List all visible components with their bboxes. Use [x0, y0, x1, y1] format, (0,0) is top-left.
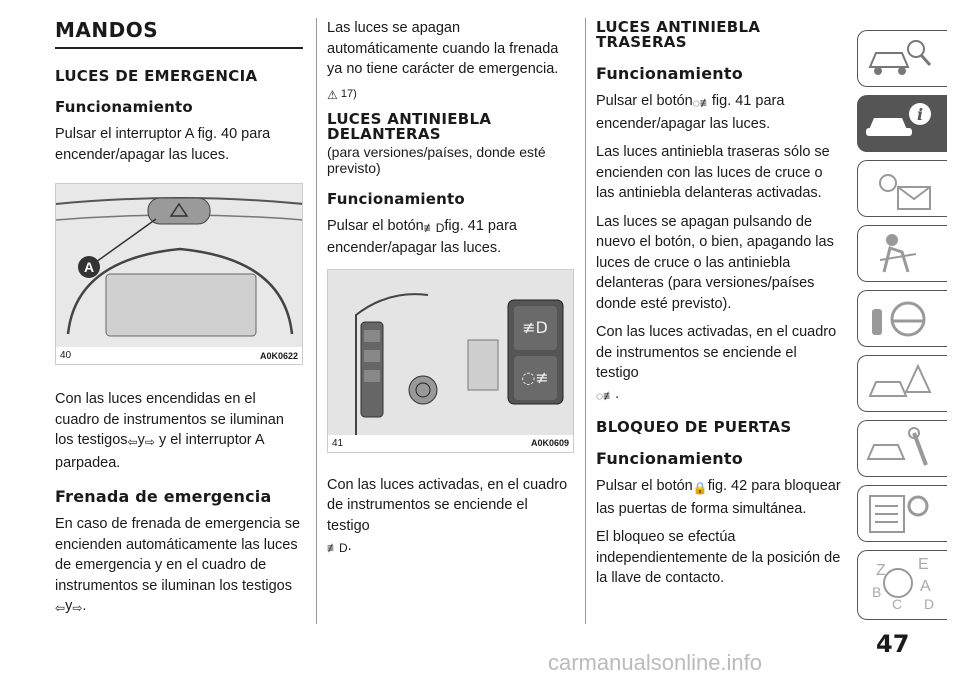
subheading-operation: Funcionamiento [596, 64, 743, 83]
airbag-seat-icon [879, 234, 917, 273]
svg-text:Z: Z [876, 562, 886, 579]
paragraph: Las luces se apagan pulsando de nuevo el… [596, 213, 834, 312]
page-number: 47 [876, 630, 910, 658]
page-title: MANDOS [55, 18, 303, 49]
svg-text:≢D: ≢D [522, 318, 548, 337]
section-heading-front-fog: LUCES ANTINIEBLA DELANTERAS [327, 109, 492, 143]
svg-text:i: i [917, 105, 923, 124]
figure-number: 40 [60, 350, 72, 361]
car-search-icon [868, 40, 932, 75]
tab-key-steering[interactable] [857, 290, 947, 347]
figure-40: A 40 A0K0622 [55, 183, 303, 365]
turn-right-indicator-icon: ⇨ [72, 601, 83, 615]
figure-number: 41 [332, 437, 344, 449]
figure-code: A0K0622 [259, 350, 298, 361]
subheading-emergency-braking: Frenada de emergencia [55, 487, 272, 506]
section-heading-door-locking: BLOQUEO DE PUERTAS [596, 418, 792, 436]
column-divider-2 [585, 18, 586, 624]
rear-fog-light-icon: ◌≢ [596, 388, 616, 403]
paragraph: Pulsar el botón≢Dfig. 41 para encender/a… [327, 217, 517, 257]
tab-car-search[interactable] [857, 30, 947, 87]
paragraph: En caso de frenada de emergencia se enci… [55, 514, 303, 619]
svg-text:C: C [892, 596, 902, 612]
paragraph: Con las luces encendidas en el cuadro de… [55, 391, 284, 471]
callout-a: A [84, 259, 94, 275]
key-steering-icon [872, 301, 926, 337]
svg-text:A: A [920, 578, 931, 595]
paragraph: Las luces se apagan automáticamente cuan… [327, 20, 559, 77]
paragraph: Con las luces activadas, en el cuadro de… [596, 322, 843, 406]
turn-left-indicator-icon: ⇦ [127, 435, 138, 449]
figure-caption: 41 A0K0609 [328, 434, 573, 452]
section-heading-emergency-lights: LUCES DE EMERGENCIA [55, 67, 258, 85]
car-tools-icon [866, 427, 928, 466]
warning-icon: ⚠ [327, 87, 338, 102]
tab-car-info[interactable]: i [857, 95, 947, 152]
svg-text:E: E [918, 556, 929, 573]
front-fog-light-icon: ≢D [423, 220, 445, 235]
paragraph: El bloqueo se efectúa independientemente… [596, 529, 841, 586]
subheading-operation: Funcionamiento [596, 449, 743, 468]
turn-left-indicator-icon: ⇦ [55, 601, 66, 615]
column-3: LUCES ANTINIEBLA TRASERAS Funcionamiento… [596, 18, 843, 597]
tab-airbag-seat[interactable] [857, 225, 947, 282]
rear-fog-light-icon: ◌≢ [692, 96, 712, 110]
subheading-operation: Funcionamiento [55, 98, 193, 116]
tab-car-tools[interactable] [857, 420, 947, 477]
tab-car-crash[interactable] [857, 355, 947, 412]
paragraph: Pulsar el botón◌≢fig. 41 para encender/a… [596, 93, 785, 132]
hazard-switch-illustration: A [56, 184, 302, 364]
column-divider-1 [316, 18, 317, 624]
figure-41: ≢D ◌≢ 41 A0K0609 [327, 268, 574, 453]
paragraph: Pulsar el botón🔒fig. 42 para bloquear la… [596, 478, 841, 517]
watermark: carmanualsonline.info [548, 650, 763, 675]
paragraph: Pulsar el interruptor A fig. 40 para enc… [55, 126, 271, 163]
figure-caption: 40 A0K0622 [56, 347, 302, 364]
svg-text:B: B [872, 584, 881, 600]
subheading-operation: Funcionamiento [327, 189, 465, 208]
car-info-icon: i [866, 103, 931, 136]
checklist-gear-icon [869, 495, 929, 533]
figure-code: A0K0609 [530, 438, 569, 448]
alphabet-index-icon: Z EA BC D [872, 556, 934, 612]
tab-warning-lights[interactable] [857, 160, 947, 217]
paragraph: Las luces antiniebla traseras sólo se en… [596, 144, 830, 201]
paragraph: Con las luces activadas, en el cuadro de… [327, 475, 574, 559]
warning-note-ref: ⚠ 17) [327, 87, 357, 102]
svg-text:D: D [924, 596, 934, 612]
padlock-icon: 🔒 [692, 481, 708, 495]
warning-lights-icon [879, 174, 931, 210]
svg-text:◌≢: ◌≢ [521, 368, 548, 387]
car-crash-icon [868, 363, 932, 397]
section-heading-rear-fog: LUCES ANTINIEBLA TRASERAS [596, 18, 761, 51]
fog-light-buttons-illustration: ≢D ◌≢ [328, 269, 573, 452]
turn-right-indicator-icon: ⇨ [144, 435, 155, 449]
tab-checklist-gear[interactable] [857, 485, 947, 542]
section-note: (para versiones/países, donde esté previ… [327, 143, 546, 176]
front-fog-light-icon: ≢D [327, 541, 348, 555]
column-1: MANDOS LUCES DE EMERGENCIA Funcionamient… [55, 18, 303, 627]
column-2: Las luces se apagan automáticamente cuan… [327, 18, 574, 567]
